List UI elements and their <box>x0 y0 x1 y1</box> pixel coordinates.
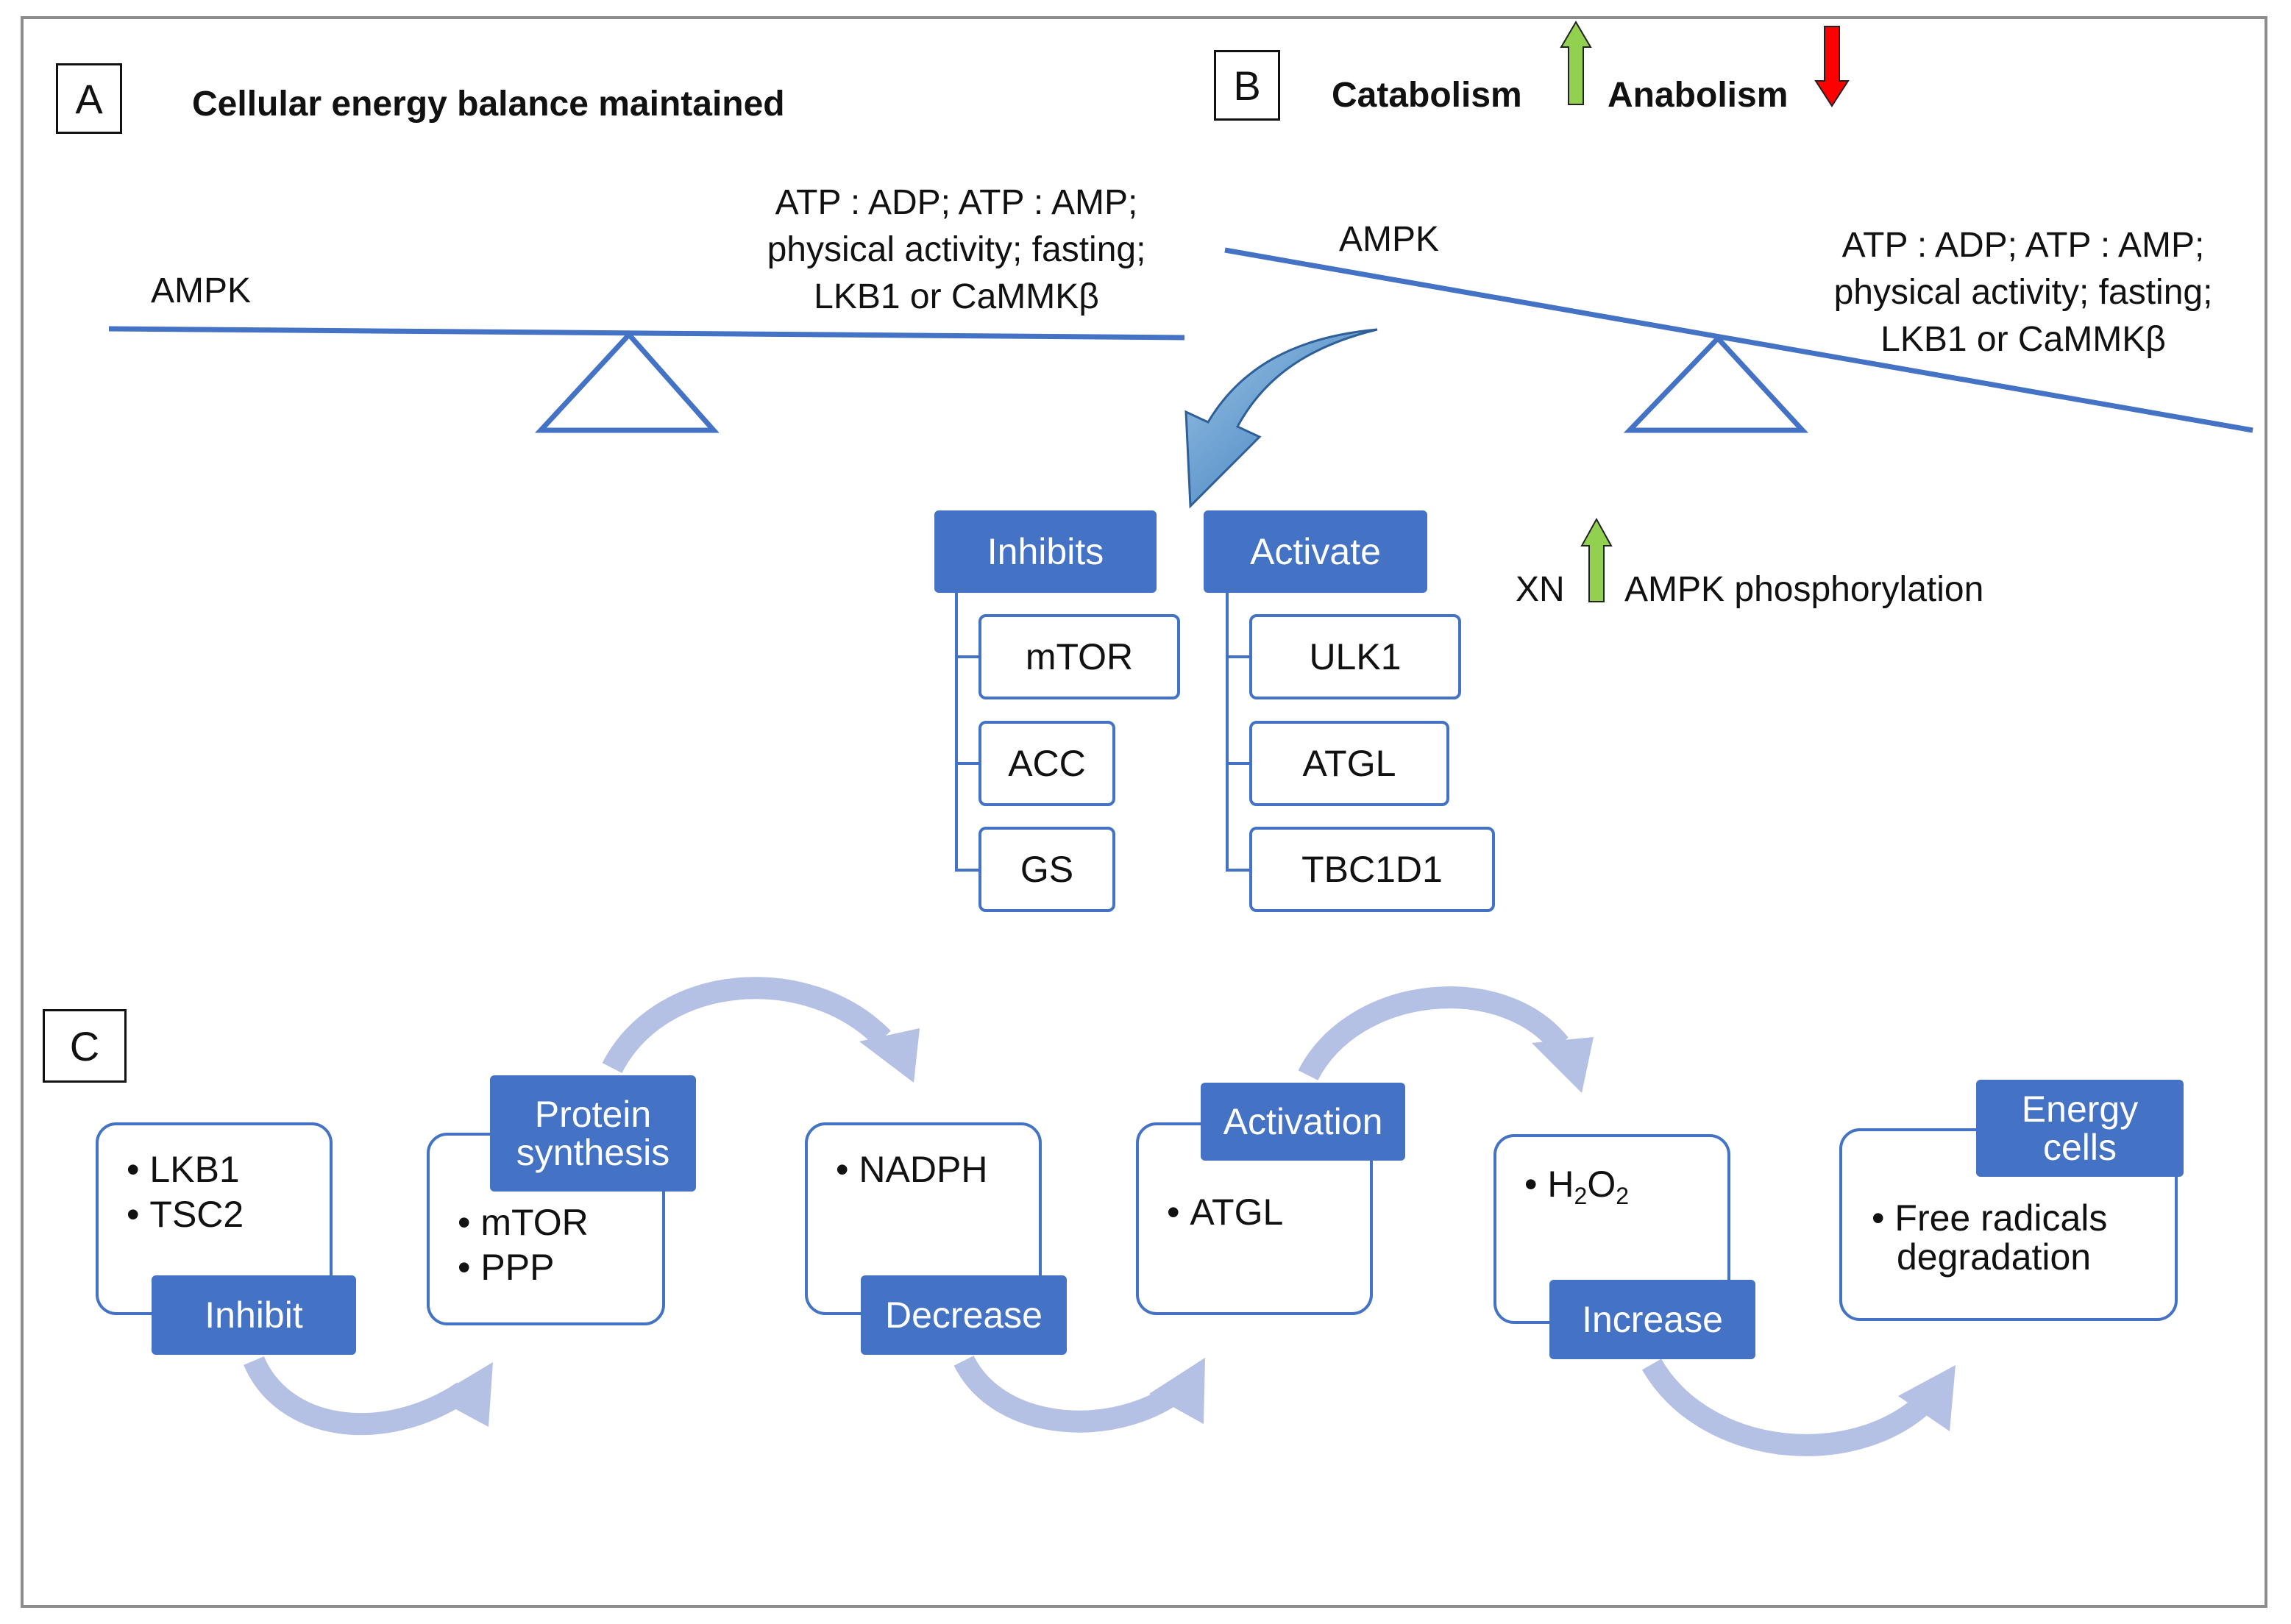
flow-arrowheads <box>434 1028 1956 1431</box>
balanced-seesaw <box>108 326 1185 433</box>
catabolism-up-arrow-icon <box>1560 21 1592 105</box>
tilted-seesaw <box>1224 247 2253 433</box>
xn-label: XN <box>1516 570 1565 609</box>
panel-b-factors-line: ATP : ADP; ATP : AMP; <box>1841 226 2205 265</box>
step-bullets: H2O2 <box>1524 1162 1629 1208</box>
panel-a-factors-line: physical activity; fasting; <box>767 230 1146 269</box>
panel-a-letter: A <box>56 63 122 134</box>
seesaw-a-fulcrum <box>535 330 720 433</box>
panel-a-factors-label: ATP : ADP; ATP : AMP; physical activity;… <box>750 179 1162 321</box>
inhibits-header: Inhibits <box>934 510 1157 593</box>
panel-a-factors-line: ATP : ADP; ATP : AMP; <box>775 183 1138 222</box>
flow-arrow-3 <box>953 1355 1188 1433</box>
step-bullets: Free radicals degradation <box>1872 1199 2176 1276</box>
xn-effect-label: AMPK phosphorylation <box>1624 570 1984 609</box>
hierarchy-connectors <box>955 593 1249 872</box>
step-bullets: NADPH <box>836 1147 987 1192</box>
flow-arrow-4 <box>1298 986 1569 1081</box>
flow-arrow-5 <box>1642 1358 1939 1456</box>
flow-arrow-1 <box>244 1356 470 1436</box>
seesaw-b-beam <box>1224 247 2253 433</box>
bullet-item: PPP <box>458 1245 589 1290</box>
panel-b-factors-line: LKB1 or CaMMKβ <box>1880 320 2166 359</box>
bullet-item: Free radicals degradation <box>1872 1199 2176 1276</box>
flow-arrows <box>244 977 1939 1456</box>
activate-header: Activate <box>1204 510 1427 593</box>
step-header-increase: Increase <box>1549 1280 1755 1359</box>
bullet-item: ATGL <box>1167 1190 1283 1235</box>
panel-a-factors-line: LKB1 or CaMMKβ <box>814 277 1099 316</box>
anabolism-label: Anabolism <box>1608 76 1789 115</box>
inhibits-item: ACC <box>978 721 1115 806</box>
bullet-item: mTOR <box>458 1200 588 1245</box>
panel-b-factors-line: physical activity; fasting; <box>1833 273 2213 312</box>
bullet-item: LKB1 <box>127 1147 244 1192</box>
step-header-energy-cells: Energy cells <box>1976 1080 2184 1177</box>
step-bullets: LKB1 TSC2 <box>127 1147 244 1237</box>
seesaw-b-fulcrum <box>1623 334 1808 433</box>
step-header-activation: Activation <box>1201 1083 1405 1161</box>
panel-a-ampk-label: AMPK <box>151 271 252 310</box>
activate-item: ATGL <box>1249 721 1449 806</box>
activate-item: TBC1D1 <box>1249 827 1495 912</box>
catabolism-label: Catabolism <box>1332 76 1522 115</box>
xn-up-arrow-icon <box>1580 517 1613 602</box>
inhibits-item: mTOR <box>978 614 1180 699</box>
activate-item: ULK1 <box>1249 614 1461 699</box>
figure-frame <box>21 16 2267 1608</box>
curved-down-arrow-icon <box>1184 328 1378 509</box>
step-header-protein-synthesis: Protein synthesis <box>490 1075 696 1192</box>
step-bullets: mTOR PPP <box>458 1200 589 1290</box>
bullet-item: TSC2 <box>127 1192 244 1237</box>
seesaw-a-beam <box>108 326 1185 341</box>
inhibits-item: GS <box>978 827 1115 912</box>
step-bullets: ATGL <box>1167 1190 1283 1235</box>
panel-b-factors-label: ATP : ADP; ATP : AMP; physical activity;… <box>1817 222 2229 363</box>
anabolism-down-arrow-icon <box>1814 26 1850 107</box>
bullet-item: H2O2 <box>1524 1162 1629 1208</box>
step-header-decrease: Decrease <box>861 1275 1067 1355</box>
flow-arrow-2 <box>602 977 891 1074</box>
bullet-item: NADPH <box>836 1147 987 1192</box>
panel-b-ampk-label: AMPK <box>1339 220 1440 259</box>
step-header-inhibit: Inhibit <box>152 1275 356 1355</box>
panel-a-title: Cellular energy balance maintained <box>192 85 785 124</box>
panel-c-letter: C <box>43 1009 127 1083</box>
panel-b-letter: B <box>1214 50 1280 121</box>
